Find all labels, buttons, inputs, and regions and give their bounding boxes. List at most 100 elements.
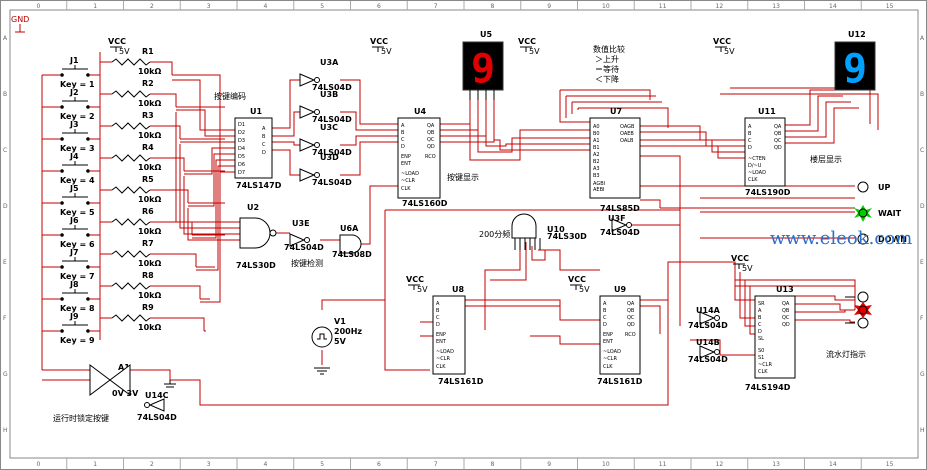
chip-u2[interactable]: U2 74LS30D — [236, 203, 277, 270]
analog-switch-a1: A1 0V 3V — [89, 363, 176, 398]
svg-text:CLK: CLK — [748, 177, 758, 183]
ruler-col-bottom: 13 — [772, 461, 780, 468]
svg-text:A0: A0 — [593, 124, 600, 130]
svg-text:74LS30D: 74LS30D — [547, 232, 587, 241]
svg-text:~LOAD: ~LOAD — [401, 171, 419, 177]
svg-text:C: C — [758, 322, 762, 328]
svg-text:QB: QB — [627, 308, 635, 314]
ruler-col-bottom: 1 — [93, 461, 97, 468]
svg-text:VCC: VCC — [370, 37, 388, 46]
svg-text:D: D — [758, 329, 762, 335]
svg-text:WAIT: WAIT — [878, 209, 902, 218]
ruler-col-top: 4 — [263, 3, 267, 10]
inverter-ref: U14C — [145, 391, 169, 400]
ruler-col-top: 10 — [602, 3, 610, 10]
svg-text:B: B — [748, 131, 752, 137]
switch-ref: J4 — [69, 152, 79, 161]
compare-eq: ＝等待 — [595, 64, 619, 74]
ruler-col-bottom: 2 — [150, 461, 154, 468]
resistor-value: 10kΩ — [138, 227, 161, 236]
svg-text:~CLR: ~CLR — [758, 362, 772, 368]
svg-text:~LOAD: ~LOAD — [748, 170, 766, 176]
switch-ref: J1 — [69, 56, 79, 65]
svg-text:D4: D4 — [238, 146, 245, 152]
svg-text:QD: QD — [627, 322, 635, 328]
ruler-col-top: 15 — [886, 3, 894, 10]
gnd-label: GND — [11, 15, 29, 24]
svg-text:B0: B0 — [593, 131, 600, 137]
svg-text:D2: D2 — [238, 130, 245, 136]
watermark: www.eleok.com — [770, 228, 912, 249]
svg-text:74LS194D: 74LS194D — [745, 383, 791, 392]
up-indicator: UP — [857, 181, 890, 193]
svg-text:5V: 5V — [417, 285, 428, 294]
inverter-ref: U14B — [696, 338, 720, 347]
svg-text:5V: 5V — [334, 337, 347, 346]
ruler-col-top: 9 — [547, 3, 551, 10]
svg-text:U2: U2 — [247, 203, 259, 212]
ruler-row-left: H — [3, 427, 8, 434]
resistor-group: R110kΩR210kΩR310kΩR410kΩR510kΩR610kΩR710… — [111, 47, 161, 332]
wait-indicator: WAIT — [854, 205, 902, 222]
switch-ref: J9 — [69, 312, 79, 321]
svg-text:D: D — [748, 145, 752, 151]
resistor-ref: R8 — [142, 271, 154, 280]
resistor-ref: R2 — [142, 79, 154, 88]
seven-seg-u5: U5 9 — [462, 30, 504, 100]
clock-source-v1: V1 200Hz 5V — [311, 317, 362, 375]
svg-text:U6A: U6A — [340, 224, 359, 233]
switch-key: Key = 1 — [60, 80, 95, 89]
inverter-part: 74LS04D — [312, 83, 352, 92]
resistor-ref: R4 — [142, 143, 154, 152]
svg-text:OAEB: OAEB — [620, 131, 634, 137]
chip-u1[interactable]: U1 D1 D2 D3 D4 D5 D6 D7 A B C D 74LS147D — [234, 107, 282, 190]
switch-key: Key = 7 — [60, 272, 95, 281]
chip-u6a[interactable]: U6A 74LS08D — [332, 224, 372, 259]
resistor-value: 10kΩ — [138, 67, 161, 76]
svg-text:ENT: ENT — [401, 161, 412, 167]
svg-text:A: A — [401, 123, 405, 129]
key-detect-label: 按键检测 — [291, 258, 323, 268]
ruler-row-left: E — [3, 259, 7, 266]
ruler-row-right: F — [920, 315, 924, 322]
vcc-u4: VCC 5V — [370, 37, 392, 56]
svg-text:QA: QA — [627, 301, 635, 307]
svg-text:C: C — [436, 315, 440, 321]
resistor-value: 10kΩ — [138, 163, 161, 172]
svg-text:ENT: ENT — [603, 339, 614, 345]
svg-text:SR: SR — [758, 301, 765, 307]
down-indicator: DOWN — [857, 233, 907, 245]
chip-u10[interactable]: U10 74LS30D — [511, 213, 587, 250]
ruler-row-right: C — [920, 147, 924, 154]
resistor-ref: R1 — [142, 47, 154, 56]
ruler-col-top: 5 — [320, 3, 324, 10]
svg-text:OAGB: OAGB — [620, 124, 635, 130]
